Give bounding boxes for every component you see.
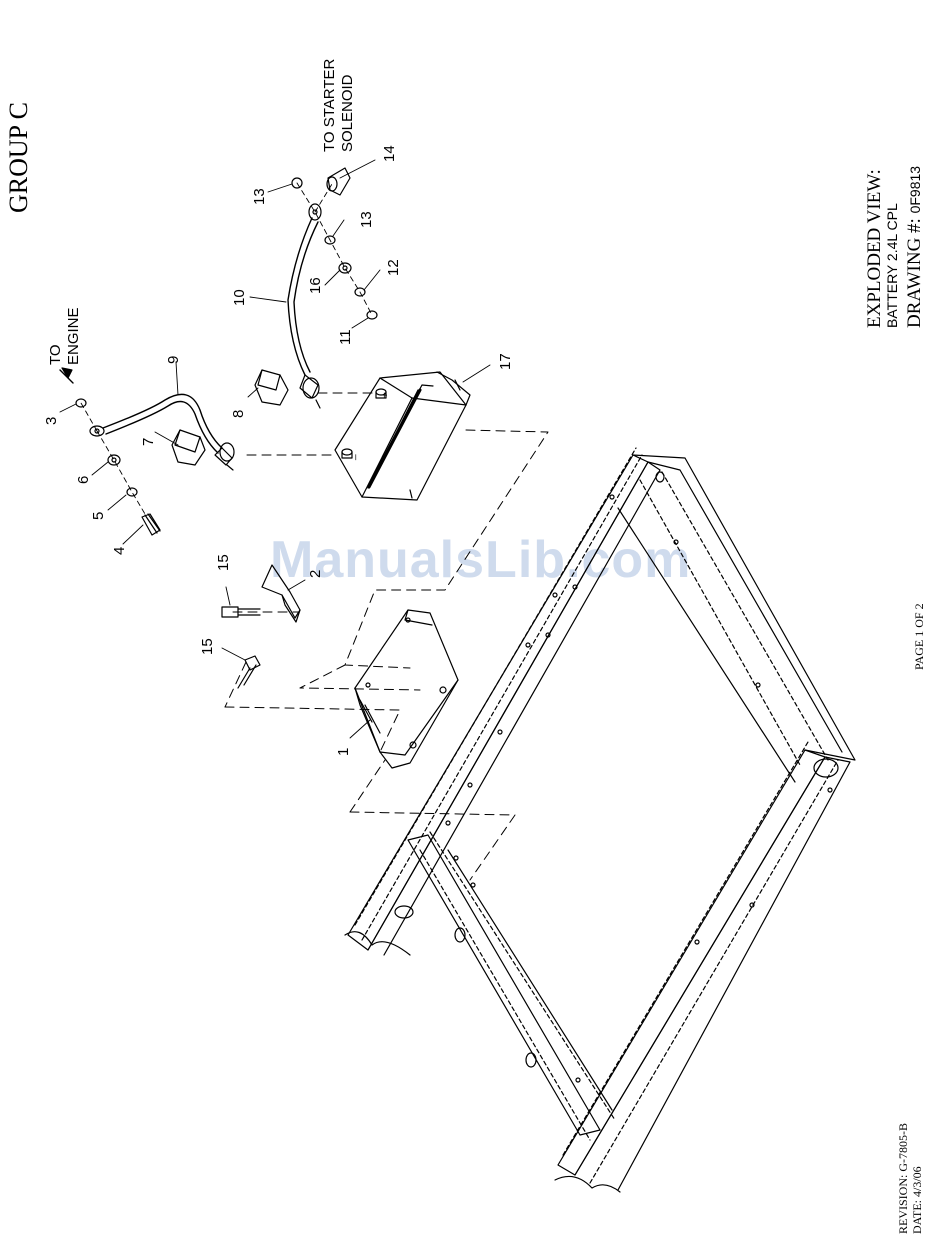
- callout-15b: 15: [199, 638, 216, 655]
- callout-1: 1: [335, 748, 352, 756]
- bolt-4: [142, 514, 160, 535]
- callout-11: 11: [337, 329, 354, 345]
- callout-14: 14: [381, 145, 398, 162]
- callout-17: 17: [497, 353, 514, 370]
- bolt-15b: [238, 656, 260, 688]
- svg-text:_: _: [346, 454, 357, 461]
- nut-11: [367, 311, 377, 319]
- hold-down-bracket: [262, 565, 300, 622]
- callout-2: 2: [307, 570, 324, 578]
- callout-12: 12: [385, 259, 402, 276]
- callout-3: 3: [43, 417, 60, 425]
- dash-battery-to-tray: [345, 430, 548, 668]
- callout-6: 6: [75, 476, 92, 484]
- frame-top-crossmember: [633, 455, 855, 760]
- callout-7: 7: [140, 438, 157, 446]
- washer-16: [339, 263, 351, 273]
- frame: [345, 448, 855, 1192]
- boot-14: [327, 168, 350, 195]
- callout-5: 5: [90, 512, 107, 520]
- callout-4: 4: [111, 547, 128, 555]
- positive-cable: [288, 204, 321, 408]
- callout-9: 9: [165, 356, 182, 364]
- callout-13b: 13: [358, 211, 375, 228]
- to-starter-label-1: TO STARTER: [321, 58, 338, 152]
- washer-6: [108, 455, 120, 465]
- to-engine-label-2: ENGINE: [65, 307, 82, 365]
- callout-10: 10: [231, 289, 248, 306]
- terminal-cover-7: [172, 430, 205, 465]
- nut-5: [127, 488, 137, 496]
- callout-15a: 15: [215, 554, 232, 571]
- callout-numbers: 1 2 3 4 5 6 7 8 9 10 11 12 13 13 14 15 1…: [43, 145, 514, 756]
- terminal-cover-8: [255, 370, 288, 405]
- frame-bottom-crossmember: [408, 835, 600, 1135]
- callout-8: 8: [230, 410, 247, 418]
- to-engine-label-1: TO: [47, 344, 64, 365]
- frame-left-rail: [348, 455, 648, 950]
- callout-leaders: [60, 160, 490, 738]
- svg-text:+: +: [380, 392, 391, 398]
- frame-right-rail: [558, 750, 825, 1175]
- to-starter-label-2: SOLENOID: [339, 74, 356, 152]
- callout-16: 16: [307, 277, 324, 294]
- battery: [335, 372, 470, 500]
- negative-cable: [90, 394, 234, 470]
- callout-13a: 13: [251, 188, 268, 205]
